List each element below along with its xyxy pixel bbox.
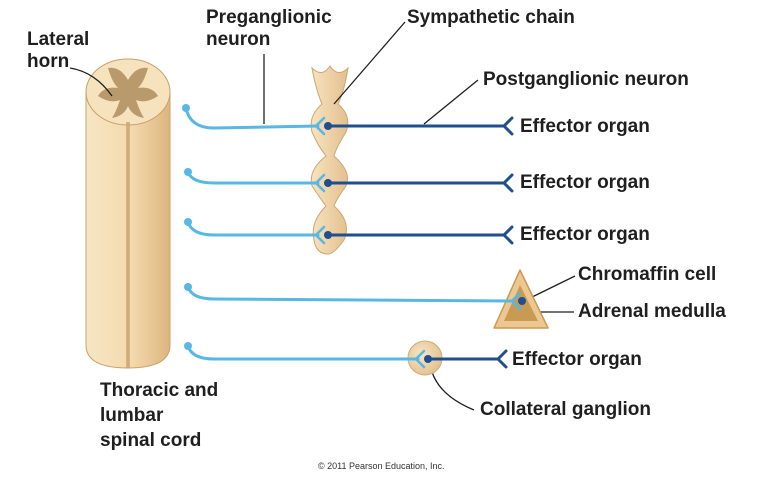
lateral-horn-label-line1: Lateral: [27, 29, 90, 50]
preganglionic-label-line2: neuron: [206, 29, 271, 50]
axon-hillocks: [182, 104, 192, 350]
postganglionic-label: Postganglionic neuron: [483, 69, 689, 90]
postganglionic-pointer: [423, 79, 479, 125]
effector-organ-label-3: Effector organ: [520, 224, 650, 245]
copyright-notice: © 2011 Pearson Education, Inc.: [318, 461, 445, 471]
collateral-ganglion-label: Collateral ganglion: [480, 399, 652, 420]
effector-organ-label-1: Effector organ: [520, 116, 650, 137]
adrenal-medulla-label: Adrenal medulla: [578, 301, 726, 322]
chromaffin-cell-label: Chromaffin cell: [578, 264, 717, 285]
collateral-pointer: [431, 371, 475, 411]
effector-terminals: [496, 116, 514, 369]
gray-matter: [98, 67, 158, 118]
chromaffin-pointer: [525, 275, 576, 301]
preganglionic-label-line1: Preganglionic: [206, 7, 332, 28]
lateral-horn-label-line2: horn: [27, 51, 70, 72]
spinal-cord-label-line2: lumbar: [100, 405, 164, 426]
spinal-cord-label-line3: spinal cord: [100, 430, 202, 451]
lateral-horn-pointer: [69, 67, 113, 97]
postganglionic-somas: [324, 122, 526, 363]
synaptic-terminals: [314, 116, 522, 369]
effector-organ-label-4: Effector organ: [512, 349, 642, 370]
effector-organ-label-2: Effector organ: [520, 172, 650, 193]
sympathetic-chain-label: Sympathetic chain: [407, 7, 575, 28]
postganglionic-fibers: [326, 124, 506, 361]
spinal-cord-label-line1: Thoracic and: [100, 380, 219, 401]
spinal-cord: [85, 58, 171, 369]
sympathetic-chain-pointer: [333, 21, 406, 105]
